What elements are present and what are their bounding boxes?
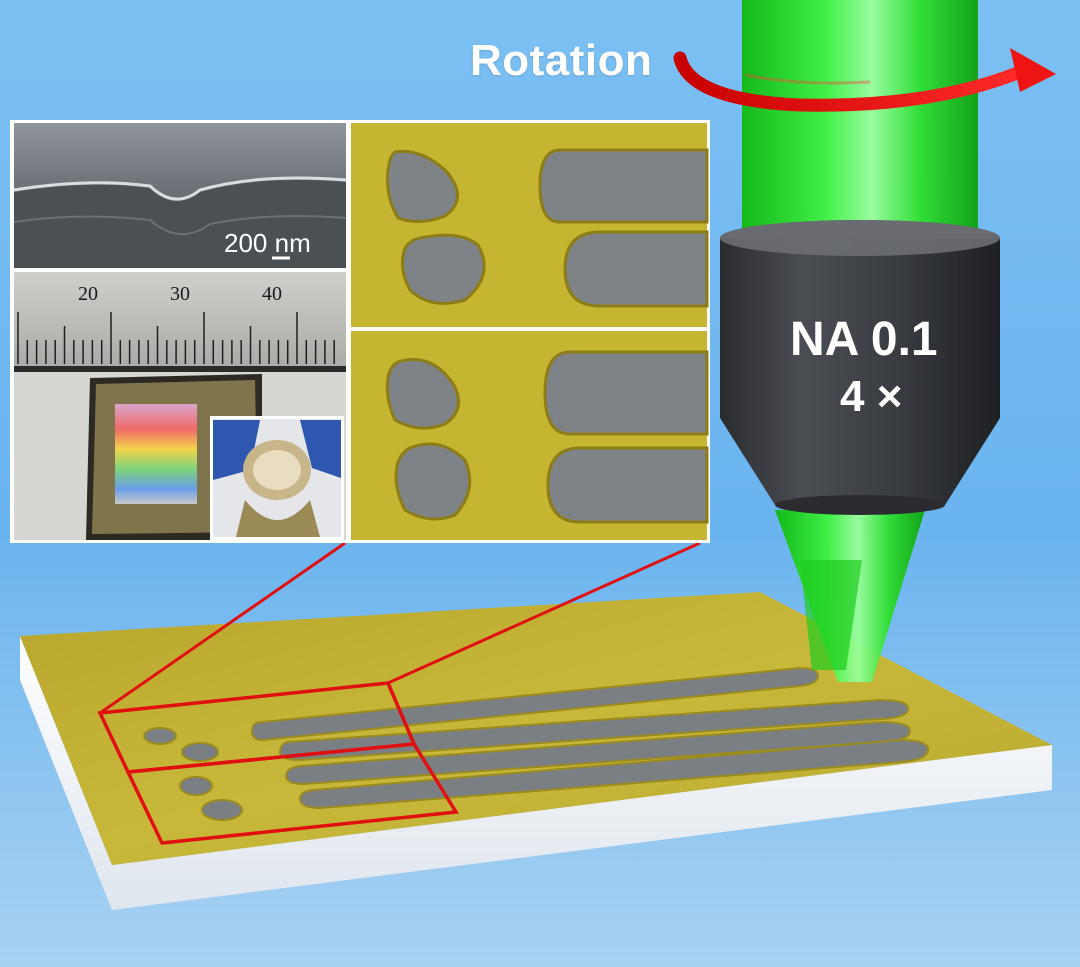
rotation-arrow xyxy=(673,48,1056,112)
substrate-drops xyxy=(143,727,243,821)
objective-na-label: NA 0.1 xyxy=(790,313,938,366)
objective-magnification-label: 4 × xyxy=(840,372,903,421)
substrate-stripes xyxy=(250,666,930,810)
substrate xyxy=(20,541,1052,910)
zoom-panel-top xyxy=(351,123,709,327)
beam-upper xyxy=(742,0,978,250)
rainbow-grating xyxy=(115,404,197,504)
inset-connector-lines xyxy=(99,541,701,715)
substrate-highlight xyxy=(97,681,459,845)
ruler-number-40: 40 xyxy=(262,283,282,305)
ruler-number-30: 30 xyxy=(170,283,190,305)
sem-image xyxy=(13,123,347,268)
laser-beam xyxy=(742,0,978,682)
scale-bar-label: 200 nm xyxy=(224,228,311,258)
beam-focus xyxy=(800,560,862,670)
ruler-number-20: 20 xyxy=(78,283,98,305)
stripe-4 xyxy=(298,738,930,810)
substrate-front-face xyxy=(20,636,1052,910)
stripe-1 xyxy=(250,666,820,742)
rotation-label: Rotation xyxy=(470,36,653,85)
objective-lens xyxy=(720,220,1000,515)
flexible-sample-photo xyxy=(210,416,344,540)
ruler-ticks xyxy=(17,312,335,364)
stripe-2 xyxy=(278,698,910,762)
zoom-panel-bottom xyxy=(351,331,709,540)
